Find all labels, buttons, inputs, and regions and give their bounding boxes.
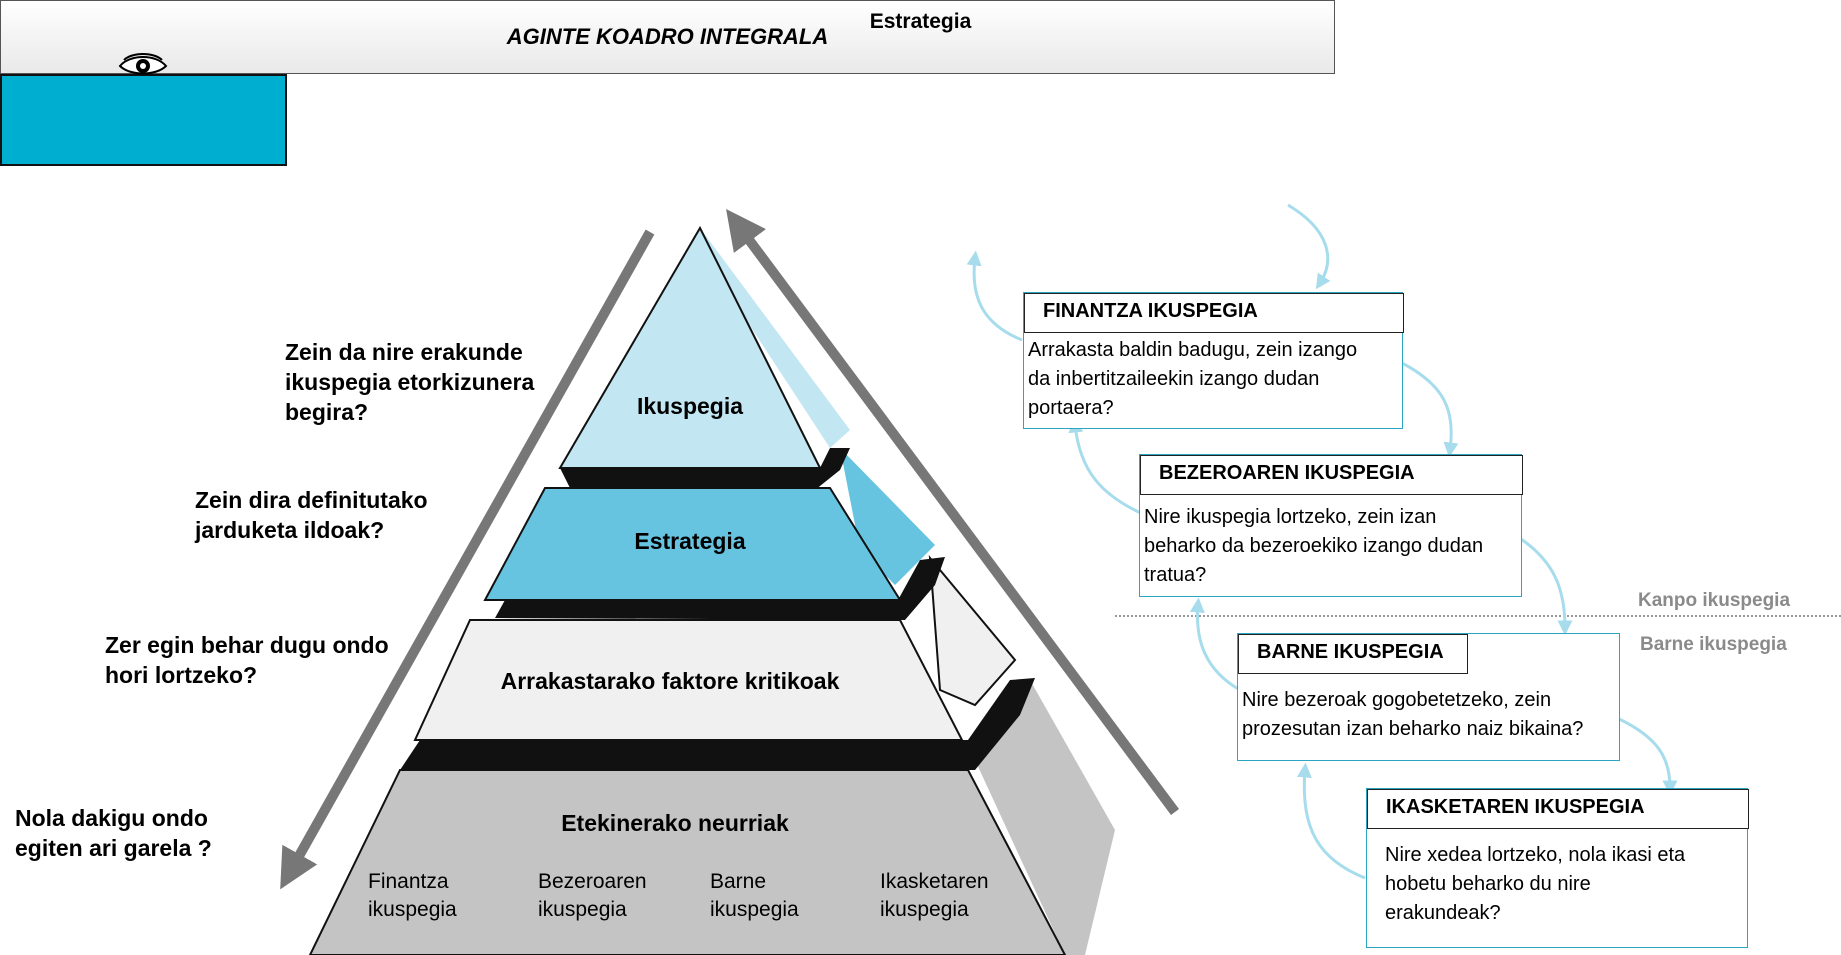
level-label-vision: Ikuspegia <box>636 393 744 419</box>
box-line: Arrakasta baldin badugu, zein izango <box>1028 339 1358 361</box>
box-line: Nire ikuspegia lortzeko, zein izan <box>1144 506 1437 528</box>
box-line: Nire xedea lortzeko, nola ikasi eta <box>1385 844 1686 866</box>
question-measures: Nola dakigu ondo egiten ari garela ? <box>15 805 212 861</box>
title-box: AGINTE KOADRO INTEGRALA <box>0 0 1335 74</box>
question-critical-factors: Zer egin behar dugu ondo hori lortzeko? <box>105 632 389 688</box>
page-title: AGINTE KOADRO INTEGRALA <box>506 24 829 49</box>
flow-arrow-2 <box>1399 360 1459 458</box>
internal-perspective-label: Barne ikuspegia <box>1640 634 1787 655</box>
internal-perspective-box: BARNE IKUSPEGIA Nire bezeroak gogobetetz… <box>1237 633 1620 761</box>
flow-arrow-4 <box>1616 716 1678 796</box>
base-item-internal: Barne ikuspegia <box>710 868 799 924</box>
up-arrow <box>726 208 1180 815</box>
flow-arrow-7 <box>1068 417 1146 517</box>
base-item-line: ikuspegia <box>368 898 457 921</box>
strategy-level <box>483 487 902 601</box>
finance-perspective-text: Arrakasta baldin badugu, zein izango da … <box>1028 336 1357 423</box>
base-item-line: Ikasketaren <box>880 870 989 893</box>
box-line: tratua? <box>1144 564 1207 586</box>
base-item-learning: Ikasketaren ikuspegia <box>880 868 989 924</box>
critical-side-face <box>928 554 1017 707</box>
base-item-line: ikuspegia <box>538 898 627 921</box>
learning-perspective-box: IKASKETAREN IKUSPEGIA Nire xedea lortzek… <box>1366 788 1749 948</box>
vision-level <box>558 225 822 469</box>
finance-perspective-head: FINANTZA IKUSPEGIA <box>1024 293 1404 333</box>
box-line: Nire bezeroak gogobetetzeko, zein <box>1242 689 1552 711</box>
flow-arrow-3 <box>1514 533 1573 636</box>
base-item-customer: Bezeroaren ikuspegia <box>538 868 647 924</box>
box-line: portaera? <box>1028 397 1114 419</box>
internal-perspective-head: BARNE IKUSPEGIA <box>1238 634 1468 674</box>
base-item-line: Barne <box>710 870 767 893</box>
strategy-label: Estrategia <box>869 10 972 33</box>
level-label-measures: Etekinerako neurriak <box>561 810 789 836</box>
level-label-strategy: Estrategia <box>634 528 746 554</box>
strategy-step <box>495 557 945 620</box>
box-line: da inbertitzaileekin izango dudan <box>1028 368 1320 390</box>
base-item-line: Bezeroaren <box>538 870 647 893</box>
base-item-line: ikuspegia <box>710 898 799 921</box>
learning-perspective-head: IKASKETAREN IKUSPEGIA <box>1367 789 1749 829</box>
box-line: prozesutan izan beharko naiz bikaina? <box>1242 718 1584 740</box>
base-item-finance: Finantza ikuspegia <box>368 868 457 924</box>
base-item-line: ikuspegia <box>880 898 969 921</box>
measures-level <box>308 769 1067 955</box>
measures-side-face <box>975 680 1115 955</box>
internal-perspective-text: Nire bezeroak gogobetetzeko, zein prozes… <box>1242 686 1583 744</box>
customer-perspective-box: BEZEROAREN IKUSPEGIA Nire ikuspegia lort… <box>1139 454 1523 597</box>
eye-icon <box>118 53 168 75</box>
box-line: hobetu beharko du nire <box>1385 873 1591 895</box>
level-label-critical-factors: Arrakastarako faktore kritikoak <box>500 668 840 694</box>
learning-perspective-text: Nire xedea lortzeko, nola ikasi eta hobe… <box>1385 841 1685 928</box>
flow-arrow-6 <box>1189 597 1241 692</box>
vision-side-face <box>700 228 850 448</box>
critical-step <box>400 678 1035 770</box>
box-line: erakundeak? <box>1385 902 1501 924</box>
external-perspective-label: Kanpo ikuspegia <box>1638 590 1791 611</box>
finance-perspective-box: FINANTZA IKUSPEGIA Arrakasta baldin badu… <box>1023 292 1404 429</box>
flow-arrow-1 <box>1287 203 1331 290</box>
customer-perspective-head: BEZEROAREN IKUSPEGIA <box>1140 455 1523 495</box>
base-item-line: Finantza <box>368 870 449 893</box>
box-line: beharko da bezeroekiko izango dudan <box>1144 535 1484 557</box>
customer-perspective-text: Nire ikuspegia lortzeko, zein izan behar… <box>1144 503 1483 590</box>
flow-arrow-5 <box>1296 762 1366 880</box>
flow-arrow-8 <box>966 250 1023 342</box>
strategy-box: Estrategia <box>0 10 971 166</box>
question-vision: Zein da nire erakunde ikuspegia etorkizu… <box>285 339 535 425</box>
question-strategy: Zein dira definitutako jarduketa ildoak? <box>195 487 428 543</box>
critical-level <box>413 619 964 741</box>
down-arrow <box>280 229 655 890</box>
